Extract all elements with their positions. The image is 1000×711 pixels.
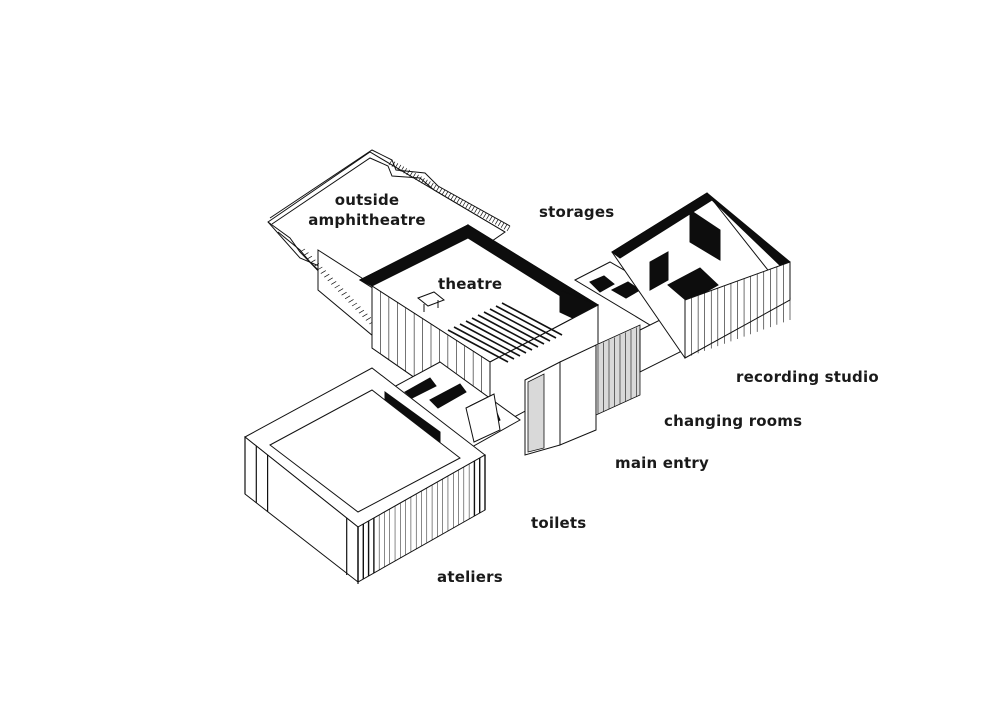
- outside-amphitheatre-label: outside amphitheatre: [302, 190, 432, 230]
- outside-amphitheatre-label-line1: outside: [334, 191, 400, 209]
- recording-studio-label: recording studio: [736, 368, 879, 386]
- outside-amphitheatre-label-line2: amphitheatre: [308, 211, 426, 229]
- toilets-block: [391, 361, 521, 449]
- theatre-block: [358, 224, 600, 431]
- ateliers-label: ateliers: [437, 568, 503, 586]
- main-entry-label: main entry: [615, 454, 709, 472]
- toilets-label: toilets: [531, 514, 587, 532]
- ateliers-block: [244, 367, 486, 584]
- entry-block: [524, 324, 641, 456]
- changing-rooms-label: changing rooms: [664, 412, 803, 430]
- storages-label: storages: [539, 203, 615, 221]
- theatre-label: theatre: [438, 275, 503, 293]
- recording-studio-block: [611, 192, 791, 359]
